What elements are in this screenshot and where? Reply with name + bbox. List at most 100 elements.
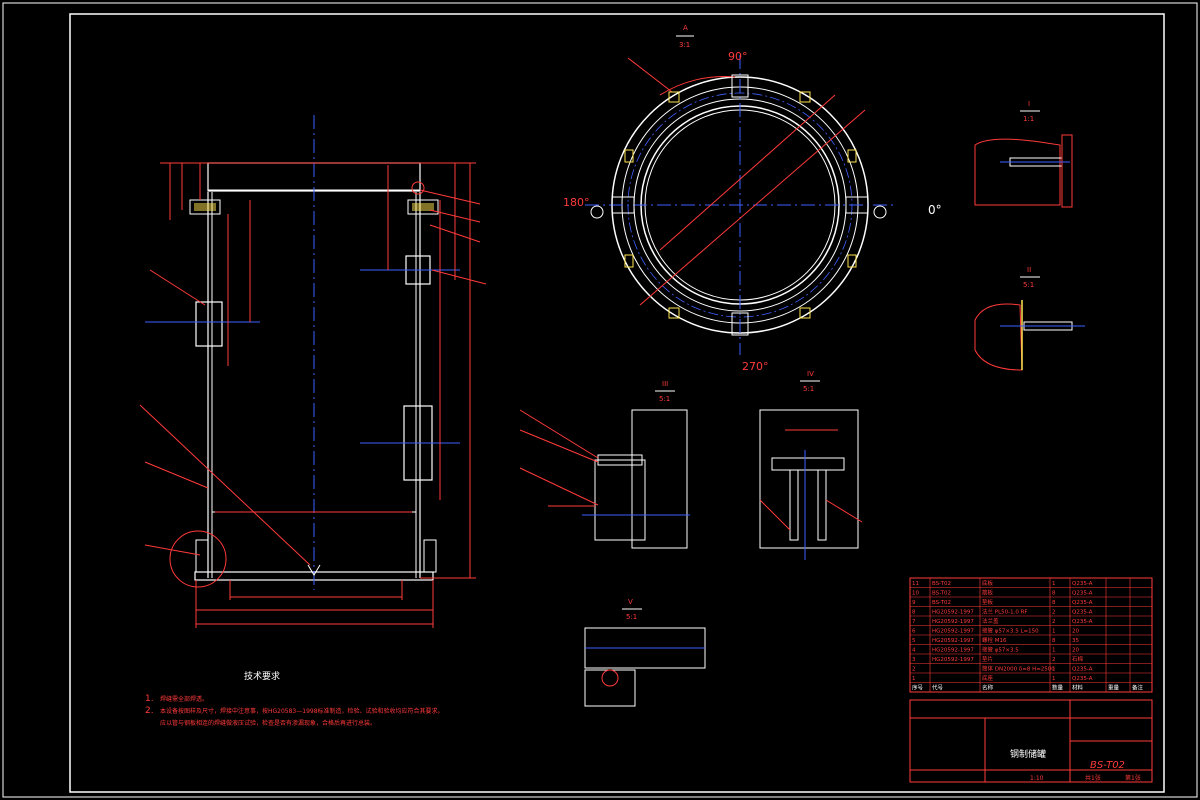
bom-cell-qty: 1: [1052, 581, 1056, 587]
bom-cell-code: BS-T02: [932, 581, 951, 587]
bom-cell-qty: 8: [1052, 591, 1056, 597]
bom-cell-code: HG20592-1997: [932, 648, 974, 654]
bom-header-weight: 重量: [1108, 684, 1120, 692]
bom-cell-name: 接管 φ57×3.5 L=150: [982, 627, 1039, 635]
bom-cell-name: 法兰 PL50-1.0 RF: [982, 608, 1028, 616]
bom-cell-name: 底板: [982, 579, 994, 587]
bom-cell-qty: 8: [1052, 600, 1056, 606]
front-elevation-view: [139, 115, 487, 628]
bom-cell-code: HG20592-1997: [932, 629, 974, 635]
angle-270: 270°: [742, 360, 769, 373]
bom-cell-qty: 1: [1052, 648, 1056, 654]
bom-cell-code: BS-T02: [932, 600, 951, 606]
drawing-scale: 1:10: [1030, 775, 1044, 782]
bom-cell-mat: Q235-A: [1072, 676, 1093, 682]
section-IV-num: IV: [807, 370, 814, 378]
bom-cell-code: HG20592-1997: [932, 610, 974, 616]
bom-cell-name: 法兰盖: [982, 617, 999, 625]
bom-header-remark: 备注: [1132, 684, 1144, 692]
section-II-num: II: [1027, 266, 1031, 274]
notes-heading: 技术要求: [244, 670, 280, 682]
bom-header-qty: 数量: [1052, 684, 1064, 692]
detail-III-view: III 5:1: [519, 380, 690, 549]
technical-notes: 技术要求 1. 焊缝需全部焊透。 2. 本设备按图样及尺寸，焊接中注意事，按HG…: [145, 670, 444, 727]
sheet-count: 共1张: [1085, 774, 1101, 782]
bom-cell-qty: 1: [1052, 667, 1056, 673]
notes-line2-num: 2.: [145, 706, 154, 716]
bom-cell-name: 接管 φ57×3.5: [982, 646, 1019, 654]
bom-cell-name: 筒体 DN2000 δ=8 H=2500: [982, 665, 1055, 673]
detail-IV-view: IV 5:1: [759, 370, 863, 560]
section-I-num: I: [1028, 100, 1030, 108]
title-block: 钢制储罐 BS-T02 1:10 共1张 第1张: [909, 699, 1153, 783]
bom-cell-no: 1: [912, 676, 916, 682]
notes-line3: 应以管与钢板相连的焊缝做液压试验，检查是否有渗漏现象，合格后再进行总装。: [160, 719, 376, 727]
bom-cell-code: HG20592-1997: [932, 638, 974, 644]
bom-cell-no: 3: [912, 657, 916, 663]
plan-view-ring: 90° 180° 0° 270° A 3:1: [563, 24, 942, 373]
notes-line1: 焊缝需全部焊透。: [160, 695, 208, 703]
section-III-num: III: [662, 380, 668, 388]
bom-cell-mat: 35: [1072, 638, 1079, 644]
angle-180: 180°: [563, 196, 590, 209]
angle-0: 0°: [928, 203, 942, 217]
bom-cell-mat: 20: [1072, 648, 1079, 654]
notes-line1-num: 1.: [145, 694, 154, 704]
drawing-number: BS-T02: [1090, 760, 1125, 771]
bom-cell-qty: 8: [1052, 638, 1056, 644]
inner-frame: [69, 13, 1165, 793]
bom-cell-no: 10: [912, 591, 919, 597]
bom-cell-qty: 2: [1052, 610, 1056, 616]
bom-cell-no: 8: [912, 610, 916, 616]
bom-cell-no: 9: [912, 600, 916, 606]
bom-cell-no: 6: [912, 629, 916, 635]
bom-cell-name: 垫板: [982, 598, 994, 606]
bom-header-mat: 材料: [1072, 684, 1084, 692]
bom-cell-name: 垫片: [982, 655, 993, 663]
section-II-den: 5:1: [1023, 281, 1034, 289]
angle-90: 90°: [728, 50, 748, 63]
bom-cell-mat: 石棉: [1072, 655, 1084, 663]
bom-header-no: 序号: [912, 684, 924, 692]
bom-cell-qty: 2: [1052, 619, 1056, 625]
bom-cell-qty: 1: [1052, 629, 1056, 635]
bom-header-code: 代号: [932, 684, 944, 692]
detail-V-view: V 5:1: [584, 598, 706, 707]
bom-cell-no: 4: [912, 648, 916, 654]
bom-cell-name: 筋板: [982, 589, 994, 597]
bom-cell-no: 2: [912, 667, 916, 673]
bom-cell-mat: Q235-A: [1072, 667, 1093, 673]
bom-cell-mat: Q235-A: [1072, 619, 1093, 625]
bom-cell-name: 底座: [982, 674, 994, 682]
detail-II-view: II 5:1: [974, 266, 1085, 371]
bom-cell-no: 5: [912, 638, 916, 644]
sheet-number: 第1张: [1125, 774, 1141, 782]
section-IV-den: 5:1: [803, 385, 814, 393]
bom-cell-mat: Q235-A: [1072, 610, 1093, 616]
bom-cell-qty: 2: [1052, 657, 1056, 663]
bom-cell-code: HG20592-1997: [932, 657, 974, 663]
bom-cell-code: BS-T02: [932, 591, 951, 597]
bom-header-name: 名称: [982, 684, 994, 692]
bom-cell-qty: 1: [1052, 676, 1056, 682]
notes-line2: 本设备按图样及尺寸，焊接中注意事，按HG20583—1998标准制造，检验、试验…: [160, 707, 444, 715]
bom-cell-mat: Q235-A: [1072, 581, 1093, 587]
detail-I-view: I 1:1: [974, 100, 1073, 208]
bom-cell-mat: 20: [1072, 629, 1079, 635]
section-III-den: 5:1: [659, 395, 670, 403]
bom-cell-mat: Q235-A: [1072, 591, 1093, 597]
section-A-den: 3:1: [679, 41, 690, 49]
bom-cell-code: HG20592-1997: [932, 619, 974, 625]
section-V-num: V: [628, 598, 633, 606]
bom-cell-no: 7: [912, 619, 916, 625]
section-V-den: 5:1: [626, 613, 637, 621]
drawing-title: 钢制储罐: [1010, 748, 1046, 760]
bom-cell-name: 螺栓 M16: [982, 636, 1007, 644]
bom-cell-no: 11: [912, 581, 919, 587]
section-A-num: A: [683, 24, 688, 32]
bom-cell-mat: Q235-A: [1072, 600, 1093, 606]
section-I-den: 1:1: [1023, 115, 1034, 123]
